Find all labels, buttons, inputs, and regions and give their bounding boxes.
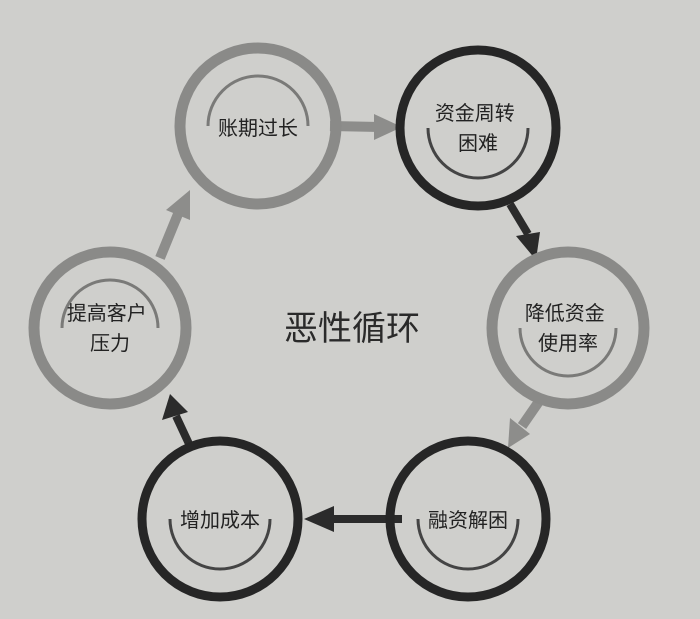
node-1-inner-arc: [206, 74, 310, 127]
arrow-n2-n3-head: [516, 232, 540, 260]
node-3-inner-arc: [518, 327, 618, 378]
node-5: 增加成本: [137, 436, 303, 602]
center-label: 恶性循环: [284, 309, 420, 349]
arrow-n3-n4-head: [508, 418, 530, 448]
arrow-n4-n5-head: [304, 506, 334, 532]
node-6-label: 提高客户 压力: [67, 301, 153, 355]
node-4: 融资解困: [385, 436, 551, 602]
node-1: 账期过长: [174, 42, 342, 210]
node-3-outer-ring: [486, 246, 650, 410]
node-3: 降低资金 使用率: [486, 246, 650, 410]
arrow-n6-n1-head: [166, 190, 190, 220]
node-1-line-1: 账期过长: [218, 116, 298, 140]
node-3-line-1: 降低资金: [525, 301, 605, 325]
arrow-n5-n6-head: [162, 394, 188, 420]
node-2-line-2: 困难: [458, 131, 498, 155]
node-4-line-1: 融资解困: [428, 508, 508, 532]
node-4-inner-arc: [416, 518, 520, 571]
node-2-line-1: 资金周转: [435, 101, 515, 125]
node-5-outer-ring: [137, 436, 303, 602]
node-5-inner-arc: [168, 518, 272, 571]
node-3-line-2: 使用率: [538, 331, 598, 355]
arrow-n2-n3: [506, 201, 532, 237]
node-5-label: 增加成本: [180, 508, 260, 532]
node-2-outer-ring: [395, 45, 561, 211]
node-6-line-1: 提高客户: [67, 301, 147, 325]
node-6-line-2: 压力: [90, 331, 130, 355]
node-5-line-1: 增加成本: [180, 508, 260, 532]
node-2-label: 资金周转 困难: [435, 101, 521, 155]
node-1-label: 账期过长: [218, 116, 298, 140]
node-6: 提高客户 压力: [28, 246, 192, 410]
node-1-outer-ring: [174, 42, 342, 210]
node-2: 资金周转 困难: [395, 45, 561, 211]
arrow-n1-n2-head: [374, 114, 402, 140]
node-6-outer-ring: [28, 246, 192, 410]
node-2-inner-arc: [426, 127, 530, 180]
node-4-outer-ring: [385, 436, 551, 602]
node-3-label: 降低资金 使用率: [525, 301, 611, 355]
arrows-group: [155, 114, 545, 532]
arrow-n3-n4: [517, 397, 545, 429]
node-6-inner-arc: [60, 278, 160, 329]
arrow-n6-n1: [155, 212, 183, 260]
node-4-label: 融资解困: [428, 508, 508, 532]
arrow-n5-n6: [172, 414, 194, 448]
